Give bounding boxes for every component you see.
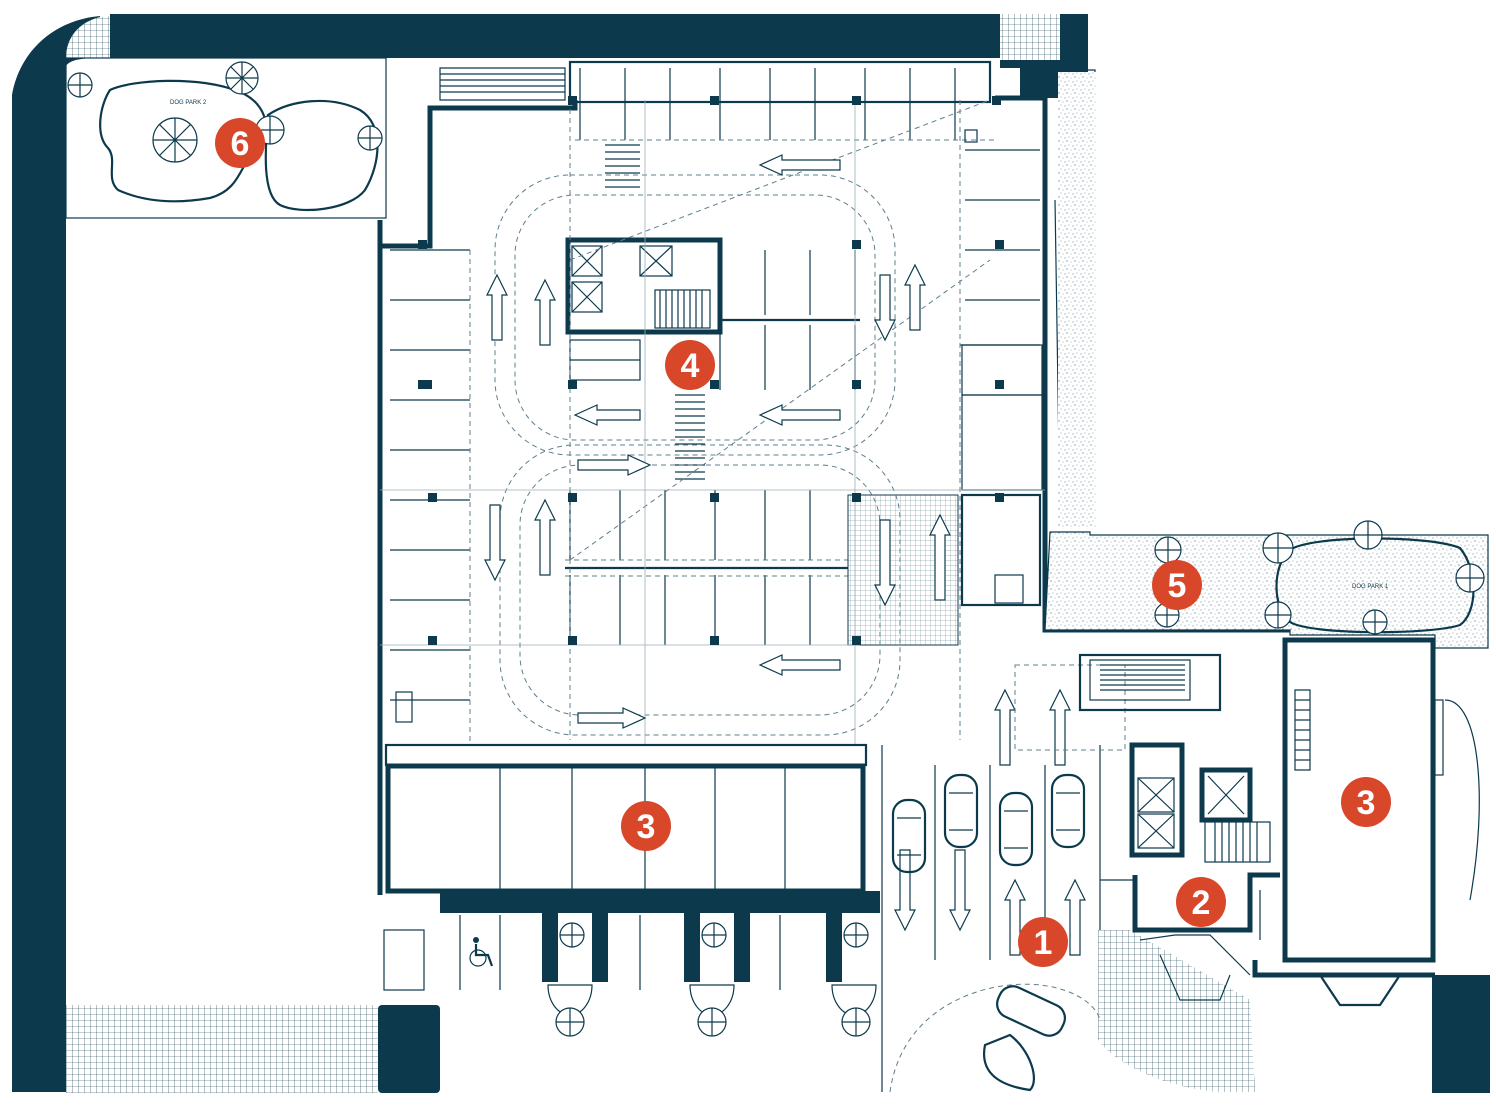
elevator-icon — [1137, 777, 1175, 813]
traffic-arrow-icon — [484, 504, 506, 582]
car-icon — [1050, 773, 1086, 849]
svg-text:5: 5 — [1168, 567, 1187, 605]
wheelchair-icon — [469, 937, 494, 967]
elevator-icon — [1137, 813, 1175, 849]
tree-icon — [67, 72, 93, 98]
tree-icon — [1262, 532, 1294, 564]
traffic-arrow-icon — [929, 513, 951, 601]
elevator-icon — [571, 245, 603, 277]
traffic-arrow-icon — [486, 273, 508, 341]
traffic-arrow-icon — [874, 274, 896, 342]
traffic-arrow-icon — [534, 278, 556, 346]
traffic-arrow-icon — [573, 404, 641, 426]
traffic-arrow-icon — [1064, 878, 1086, 956]
svg-text:6: 6 — [231, 125, 250, 163]
car-icon — [891, 798, 927, 874]
tree-icon — [1455, 563, 1485, 593]
dog-park-2: DOG PARK 2 — [65, 57, 387, 219]
tree-icon — [841, 1007, 871, 1037]
traffic-arrows — [484, 154, 1086, 956]
tree-icon — [152, 117, 198, 163]
svg-text:3: 3 — [1357, 784, 1376, 822]
tree-icon — [697, 1007, 727, 1037]
svg-text:3: 3 — [637, 808, 656, 846]
drive-aisles — [380, 99, 1045, 745]
svg-text:1: 1 — [1034, 924, 1053, 962]
stair-icon — [1204, 821, 1271, 863]
tree-icon — [1353, 520, 1383, 550]
car-icon — [996, 985, 1066, 1037]
parking-stalls-top — [575, 68, 995, 141]
tree-icon — [701, 922, 727, 948]
core-elevators — [565, 237, 723, 335]
svg-text:4: 4 — [681, 347, 700, 385]
traffic-arrow-icon — [994, 688, 1016, 766]
dog-park-1: DOG PARK 1 — [1044, 72, 1489, 649]
dog-park-2-label: DOG PARK 2 — [170, 100, 207, 106]
parking-stalls-centre — [565, 250, 860, 645]
dog-park-1-label: DOG PARK 1 — [1352, 584, 1389, 590]
tree-icon — [559, 922, 585, 948]
marker-4[interactable]: 4 — [665, 340, 715, 390]
traffic-arrow-icon — [758, 404, 841, 426]
marker-6[interactable]: 6 — [215, 118, 265, 168]
retail-block-bottom — [383, 743, 880, 1037]
tree-icon — [1362, 609, 1388, 635]
traffic-arrow-icon — [949, 849, 971, 932]
marker-3-retail-right[interactable]: 3 — [1341, 777, 1391, 827]
car-icon — [998, 791, 1034, 867]
marker-2[interactable]: 2 — [1176, 877, 1226, 927]
traffic-arrow-icon — [874, 519, 896, 607]
marker-1[interactable]: 1 — [1018, 917, 1068, 967]
tree-icon — [555, 1007, 585, 1037]
tree-icon — [225, 61, 259, 95]
tree-icon — [1264, 601, 1292, 629]
tree-icon — [1154, 536, 1182, 564]
marker-5[interactable]: 5 — [1152, 560, 1202, 610]
elevator-icon — [1207, 775, 1245, 815]
car-icon — [943, 773, 979, 849]
garage-structure — [377, 60, 1230, 895]
traffic-arrow-icon — [758, 654, 841, 676]
columns — [418, 96, 1004, 645]
traffic-arrow-icon — [904, 263, 926, 331]
drive-lane — [881, 664, 1126, 1093]
traffic-arrow-icon — [534, 498, 556, 576]
lobby-block — [1078, 627, 1480, 1007]
outer-walls — [12, 14, 1490, 1093]
traffic-arrow-icon — [577, 707, 647, 729]
traffic-arrow-icon — [577, 454, 652, 476]
tree-icon — [843, 922, 869, 948]
zone-markers: 1 2 3 3 4 5 6 — [215, 118, 1391, 967]
svg-text:2: 2 — [1192, 884, 1211, 922]
marker-3-retail-bottom[interactable]: 3 — [621, 801, 671, 851]
stair-icon — [654, 289, 711, 329]
traffic-arrow-icon — [758, 154, 841, 176]
elevator-icon — [571, 281, 603, 313]
tree-icon — [357, 125, 383, 151]
paving-areas — [66, 14, 1255, 1093]
traffic-arrow-icon — [1049, 688, 1071, 766]
traffic-arrow-icon — [894, 849, 916, 932]
